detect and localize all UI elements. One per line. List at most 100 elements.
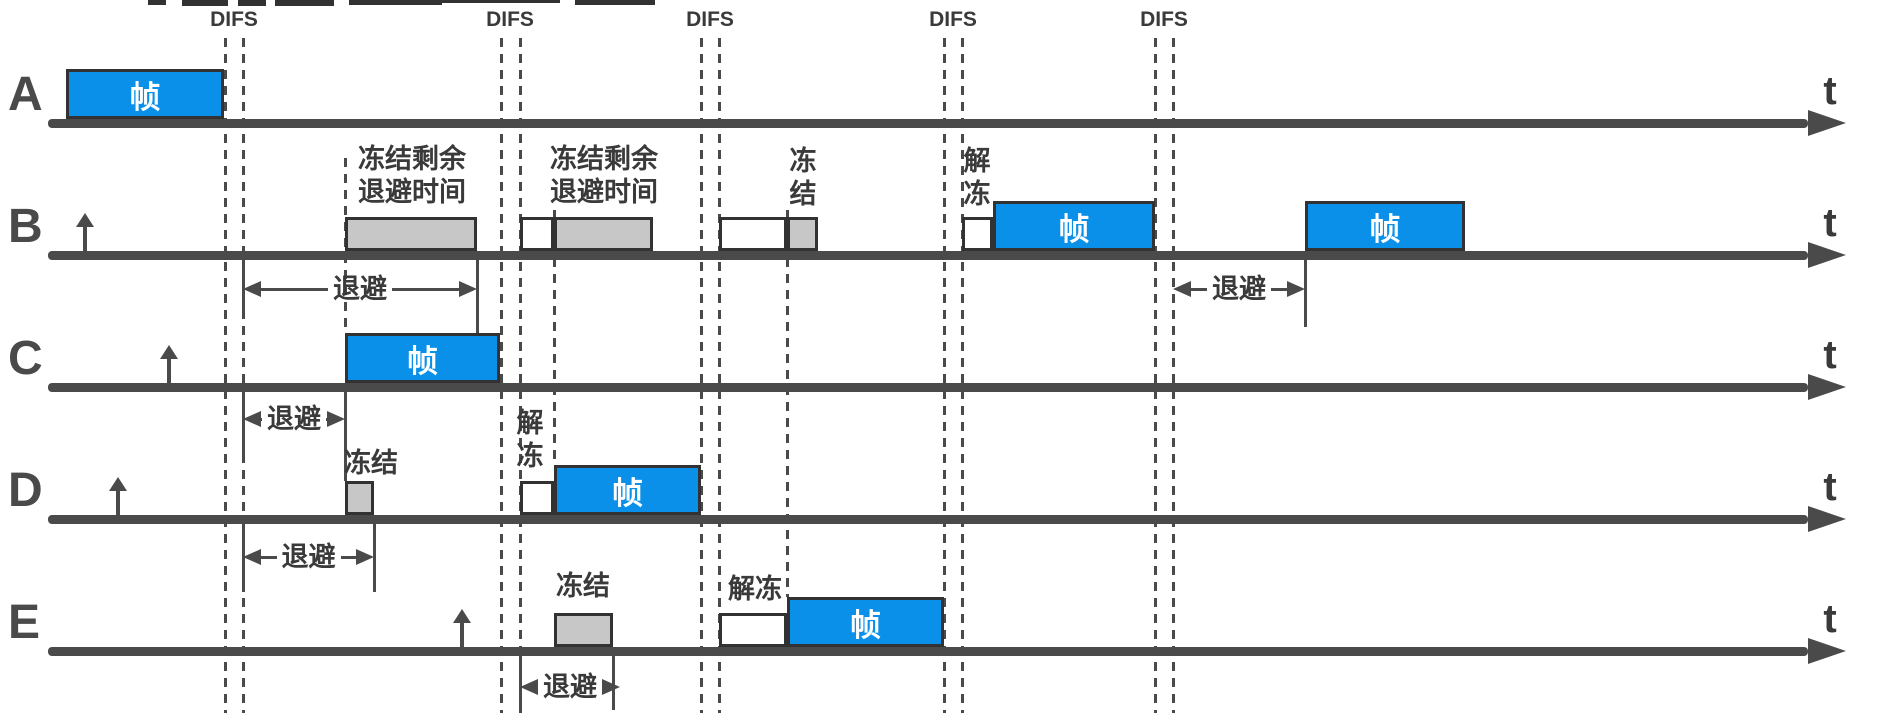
- frame-arrival-arrowhead-icon: [160, 345, 178, 359]
- difs-dashed-line: [224, 38, 227, 713]
- timeline-arrowhead-icon: [1808, 110, 1846, 136]
- frame-transmission-a: 帧: [66, 69, 224, 119]
- frame-transmission-d: 帧: [554, 465, 701, 515]
- timeline-arrowhead-icon: [1808, 638, 1846, 664]
- difs-dashed-line: [718, 38, 721, 713]
- top-crop-artifact: [275, 0, 334, 6]
- freeze-connector-dashed-line: [786, 210, 789, 597]
- top-crop-artifact: [442, 0, 560, 3]
- backoff-countdown-box-d: [520, 481, 554, 515]
- backoff-interval-arrow: 退避: [243, 403, 345, 435]
- backoff-countdown-box-b: [962, 217, 993, 251]
- frame-transmission-b: 帧: [1305, 201, 1465, 251]
- timeline-c: [48, 383, 1808, 392]
- top-crop-artifact: [182, 0, 228, 6]
- difs-label: DIFS: [210, 8, 258, 31]
- arrowhead-right-icon: [459, 281, 477, 297]
- frame-arrival-arrowhead-icon: [453, 609, 471, 623]
- annotation-label: 冻结: [344, 448, 398, 478]
- backoff-interval-arrow: 退避: [520, 671, 620, 703]
- top-crop-artifact: [575, 0, 655, 5]
- backoff-anchor-line: [242, 392, 245, 462]
- timeline-arrowhead-icon: [1808, 242, 1846, 268]
- frame-transmission-b: 帧: [993, 201, 1155, 251]
- backoff-anchor-line: [1304, 260, 1307, 327]
- arrowhead-left-icon: [243, 411, 261, 427]
- station-label-e: E: [8, 596, 41, 649]
- frame-transmission-c: 帧: [345, 333, 500, 383]
- backoff-anchor-line: [373, 524, 376, 592]
- frame-arrival-arrow: [83, 227, 87, 251]
- backoff-arrow-label: 退避: [281, 542, 336, 572]
- backoff-arrow-label: 退避: [267, 404, 321, 434]
- time-axis-label: t: [1823, 597, 1837, 641]
- arrowhead-left-icon: [520, 679, 538, 695]
- time-axis-label: t: [1823, 69, 1837, 113]
- time-axis-label: t: [1823, 201, 1837, 245]
- frozen-backoff-box-e: [554, 613, 613, 647]
- timeline-arrowhead-icon: [1808, 374, 1846, 400]
- difs-dashed-line: [1154, 38, 1157, 713]
- frame-arrival-arrow: [460, 623, 464, 647]
- frame-arrival-arrowhead-icon: [76, 213, 94, 227]
- arrowhead-right-icon: [356, 549, 374, 565]
- frame-arrival-arrow: [167, 359, 171, 383]
- difs-dashed-line: [961, 38, 964, 713]
- timeline-arrowhead-icon: [1808, 506, 1846, 532]
- difs-label: DIFS: [929, 8, 977, 31]
- time-axis-label: t: [1823, 333, 1837, 377]
- frozen-backoff-box-b: [554, 217, 653, 251]
- difs-dashed-line: [1172, 38, 1175, 713]
- top-crop-artifact: [349, 0, 442, 5]
- backoff-countdown-box-b: [719, 217, 787, 251]
- annotation-label: 解 冻: [963, 146, 991, 209]
- arrowhead-right-icon: [1287, 281, 1305, 297]
- difs-dashed-line: [700, 38, 703, 713]
- station-label-c: C: [8, 332, 43, 385]
- arrowhead-left-icon: [243, 281, 261, 297]
- backoff-anchor-line: [476, 260, 479, 337]
- annotation-label: 解冻: [728, 574, 782, 604]
- annotation-label: 冻结: [556, 571, 610, 601]
- timeline-e: [48, 647, 1808, 656]
- arrowhead-left-icon: [1173, 281, 1191, 297]
- annotation-label: 冻 结: [789, 146, 817, 209]
- backoff-countdown-box-e: [719, 613, 787, 647]
- backoff-interval-arrow: 退避: [1173, 273, 1305, 305]
- arrowhead-left-icon: [243, 549, 261, 565]
- difs-label: DIFS: [686, 8, 734, 31]
- frozen-backoff-box-b: [345, 217, 477, 251]
- time-axis-label: t: [1823, 465, 1837, 509]
- arrowhead-right-icon: [327, 411, 345, 427]
- difs-dashed-line: [500, 38, 503, 713]
- timeline-a: [48, 119, 1808, 128]
- difs-dashed-line: [519, 38, 522, 713]
- backoff-countdown-box-b: [520, 217, 554, 251]
- backoff-arrow-label: 退避: [333, 274, 387, 304]
- freeze-connector-dashed-line: [553, 210, 556, 465]
- top-crop-artifact: [238, 0, 266, 6]
- frame-arrival-arrow: [116, 491, 120, 515]
- frozen-backoff-box-b: [787, 217, 818, 251]
- difs-label: DIFS: [1140, 8, 1188, 31]
- difs-label: DIFS: [486, 8, 534, 31]
- frozen-backoff-box-d: [345, 481, 374, 515]
- backoff-arrow-label: 退避: [1212, 274, 1266, 304]
- timeline-d: [48, 515, 1808, 524]
- annotation-label: 冻结剩余 退避时间: [358, 144, 466, 207]
- difs-dashed-line: [242, 38, 245, 713]
- backoff-interval-arrow: 退避: [243, 541, 374, 573]
- difs-dashed-line: [943, 38, 946, 713]
- backoff-interval-arrow: 退避: [243, 273, 477, 305]
- station-label-b: B: [8, 200, 43, 253]
- annotation-label: 冻结剩余 退避时间: [550, 144, 658, 207]
- station-label-d: D: [8, 464, 43, 517]
- station-label-a: A: [8, 68, 43, 121]
- arrowhead-right-icon: [602, 679, 620, 695]
- backoff-anchor-line: [344, 392, 347, 481]
- backoff-arrow-label: 退避: [543, 672, 597, 702]
- top-crop-artifact: [148, 0, 166, 5]
- timeline-b: [48, 251, 1808, 260]
- frame-arrival-arrowhead-icon: [109, 477, 127, 491]
